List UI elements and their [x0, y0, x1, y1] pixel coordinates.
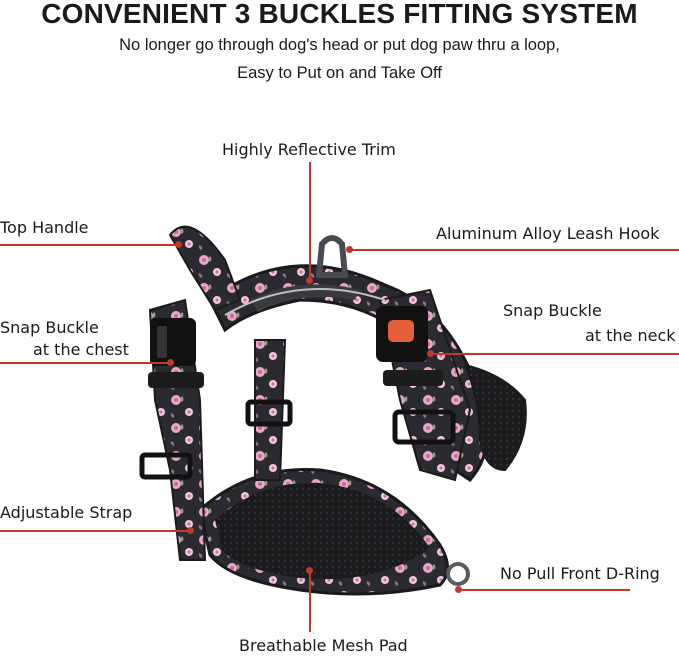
mesh-pad-texture [215, 482, 430, 580]
label-leash-hook: Aluminum Alloy Leash Hook [436, 224, 660, 243]
label-snap-neck-2: at the neck [585, 326, 676, 345]
center-strap [254, 339, 287, 481]
label-reflective-trim: Highly Reflective Trim [222, 140, 396, 159]
label-d-ring: No Pull Front D-Ring [500, 564, 660, 583]
subheadline-1: No longer go through dog's head or put d… [119, 36, 560, 54]
buckle-release-button [388, 320, 414, 342]
reflective-trim [224, 288, 386, 316]
d-ring [446, 562, 470, 586]
label-adjustable-strap: Adjustable Strap [0, 503, 133, 522]
subheadline-2: Easy to Put on and Take Off [237, 64, 442, 82]
label-snap-neck-1: Snap Buckle [503, 301, 602, 320]
neck-pad [463, 363, 527, 472]
leash-hook [315, 235, 349, 278]
label-snap-chest-1: Snap Buckle [0, 318, 99, 337]
top-handle [168, 225, 242, 312]
label-snap-chest-2: at the chest [33, 340, 129, 359]
label-top-handle: Top Handle [0, 218, 89, 237]
chest-buckle [150, 318, 196, 366]
headline: CONVENIENT 3 BUCKLES FITTING SYSTEM [41, 0, 638, 29]
label-mesh-pad: Breathable Mesh Pad [239, 636, 408, 655]
